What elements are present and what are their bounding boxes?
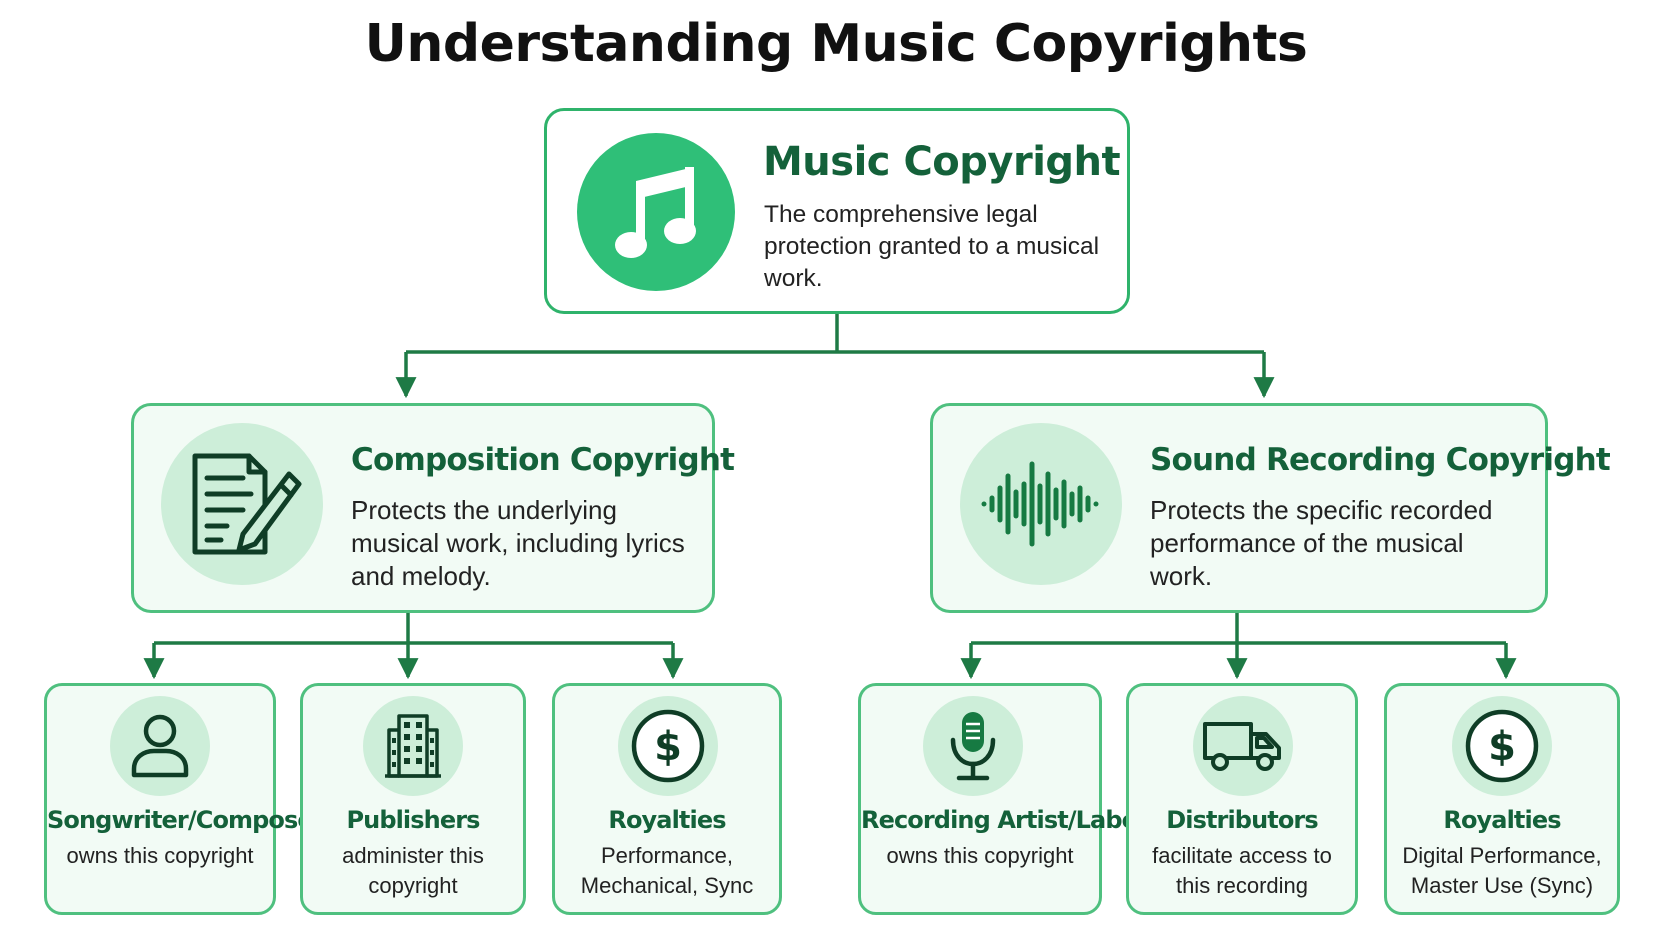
leaf-description: Digital Performance, Master Use (Sync) xyxy=(1402,843,1602,898)
songwriter-composer-node: Songwriter/Composer owns this copyright xyxy=(44,683,325,915)
composition-heading: Composition Copyright xyxy=(351,442,735,478)
leaf-heading: Royalties xyxy=(1443,806,1561,834)
leaf-heading: Songwriter/Composer xyxy=(47,806,325,834)
sound-recording-description: Protects the specific recorded performan… xyxy=(1150,495,1493,591)
dollar-icon: $ xyxy=(1452,696,1552,796)
composition-description: Protects the underlying musical work, in… xyxy=(351,495,685,591)
dollar-icon: $ xyxy=(618,696,718,796)
leaf-description: facilitate access to this recording xyxy=(1152,843,1332,898)
page-title: Understanding Music Copyrights xyxy=(364,14,1308,74)
distributors-node: Distributors facilitate access to this r… xyxy=(1126,683,1358,915)
person-icon xyxy=(110,696,210,796)
leaf-heading: Distributors xyxy=(1166,806,1318,834)
music-note-icon xyxy=(577,133,735,291)
leaf-description: owns this copyright xyxy=(886,843,1074,868)
leaf-description: owns this copyright xyxy=(66,843,254,868)
recording-artist-label-node: Recording Artist/Label owns this copyrig… xyxy=(858,683,1145,915)
svg-text:$: $ xyxy=(1488,724,1516,770)
sound-recording-heading: Sound Recording Copyright xyxy=(1150,442,1611,478)
building-icon xyxy=(363,696,463,796)
composition-copyright-node: Composition Copyright Protects the under… xyxy=(131,403,735,613)
royalties-recording-node: $ Royalties Digital Performance, Master … xyxy=(1384,683,1620,915)
sound-recording-copyright-node: Sound Recording Copyright Protects the s… xyxy=(930,403,1611,613)
publishers-node: Publishers administer this copyright xyxy=(300,683,526,915)
root-heading: Music Copyright xyxy=(763,139,1121,185)
microphone-icon xyxy=(923,696,1023,796)
leaf-heading: Royalties xyxy=(608,806,726,834)
document-pen-icon xyxy=(161,423,323,585)
sound-wave-icon xyxy=(960,423,1122,585)
leaf-description: Performance, Mechanical, Sync xyxy=(580,843,754,898)
leaf-heading: Publishers xyxy=(346,806,480,834)
leaf-heading: Recording Artist/Label xyxy=(861,806,1145,834)
royalties-composition-node: $ Royalties Performance, Mechanical, Syn… xyxy=(552,683,782,915)
root-description: The comprehensive legal protection grant… xyxy=(764,201,1100,292)
svg-text:$: $ xyxy=(654,724,682,770)
music-copyright-node: Music Copyright The comprehensive legal … xyxy=(544,108,1130,314)
truck-icon xyxy=(1193,696,1293,796)
leaf-description: administer this copyright xyxy=(342,843,484,898)
